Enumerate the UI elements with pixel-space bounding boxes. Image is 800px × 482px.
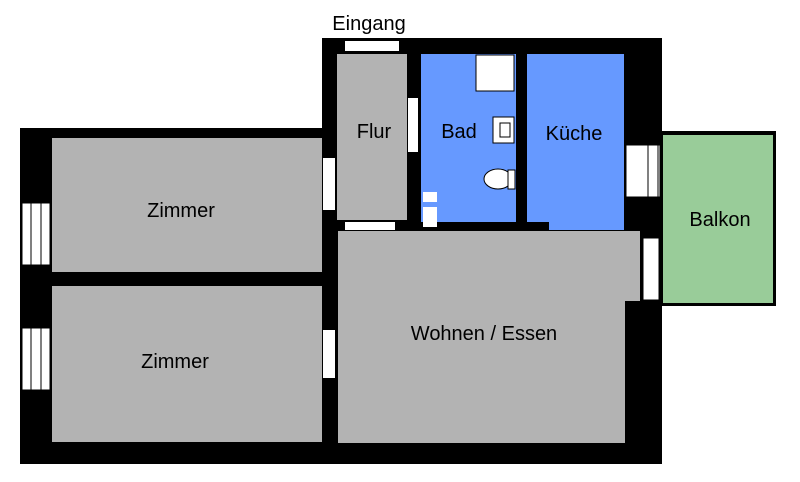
toilet-tank (507, 169, 516, 190)
sink-basin (499, 122, 511, 138)
label-zimmer-bottom: Zimmer (141, 351, 209, 373)
window-zimmer-bottom-inner (30, 327, 42, 391)
label-balkon: Balkon (689, 209, 750, 231)
entrance-label: Eingang (332, 13, 405, 35)
window-flur (408, 98, 418, 152)
window-zimmer-top-inner (30, 202, 42, 266)
entrance-door (345, 41, 399, 51)
shower-fixture (475, 54, 515, 92)
window-zimmer-bottom (21, 327, 51, 391)
label-flur: Flur (357, 121, 392, 143)
label-wohnen: Wohnen / Essen (411, 323, 557, 345)
room-zimmer-top (52, 138, 322, 272)
label-kueche: Küche (546, 123, 603, 145)
shaft-lower (423, 207, 437, 227)
window-kueche (625, 144, 661, 198)
shaft-upper (423, 192, 437, 202)
window-kueche-inner (647, 144, 659, 198)
door-flur-wohnen (345, 222, 395, 230)
label-zimmer-top: Zimmer (147, 200, 215, 222)
room-wohnen (338, 231, 625, 443)
door-balkon (642, 237, 660, 301)
room-zimmer-bottom (52, 286, 322, 442)
sink-fixture (492, 116, 515, 144)
room-flur (337, 54, 407, 220)
balcony-floor (663, 135, 773, 303)
door-zimmer-top (323, 158, 335, 210)
room-kueche (527, 54, 624, 222)
window-zimmer-top (21, 202, 51, 266)
room-wohnen-bay (622, 231, 640, 301)
room-kueche-notch (549, 218, 624, 230)
door-zimmer-bottom (323, 330, 335, 378)
label-bad: Bad (441, 121, 477, 143)
